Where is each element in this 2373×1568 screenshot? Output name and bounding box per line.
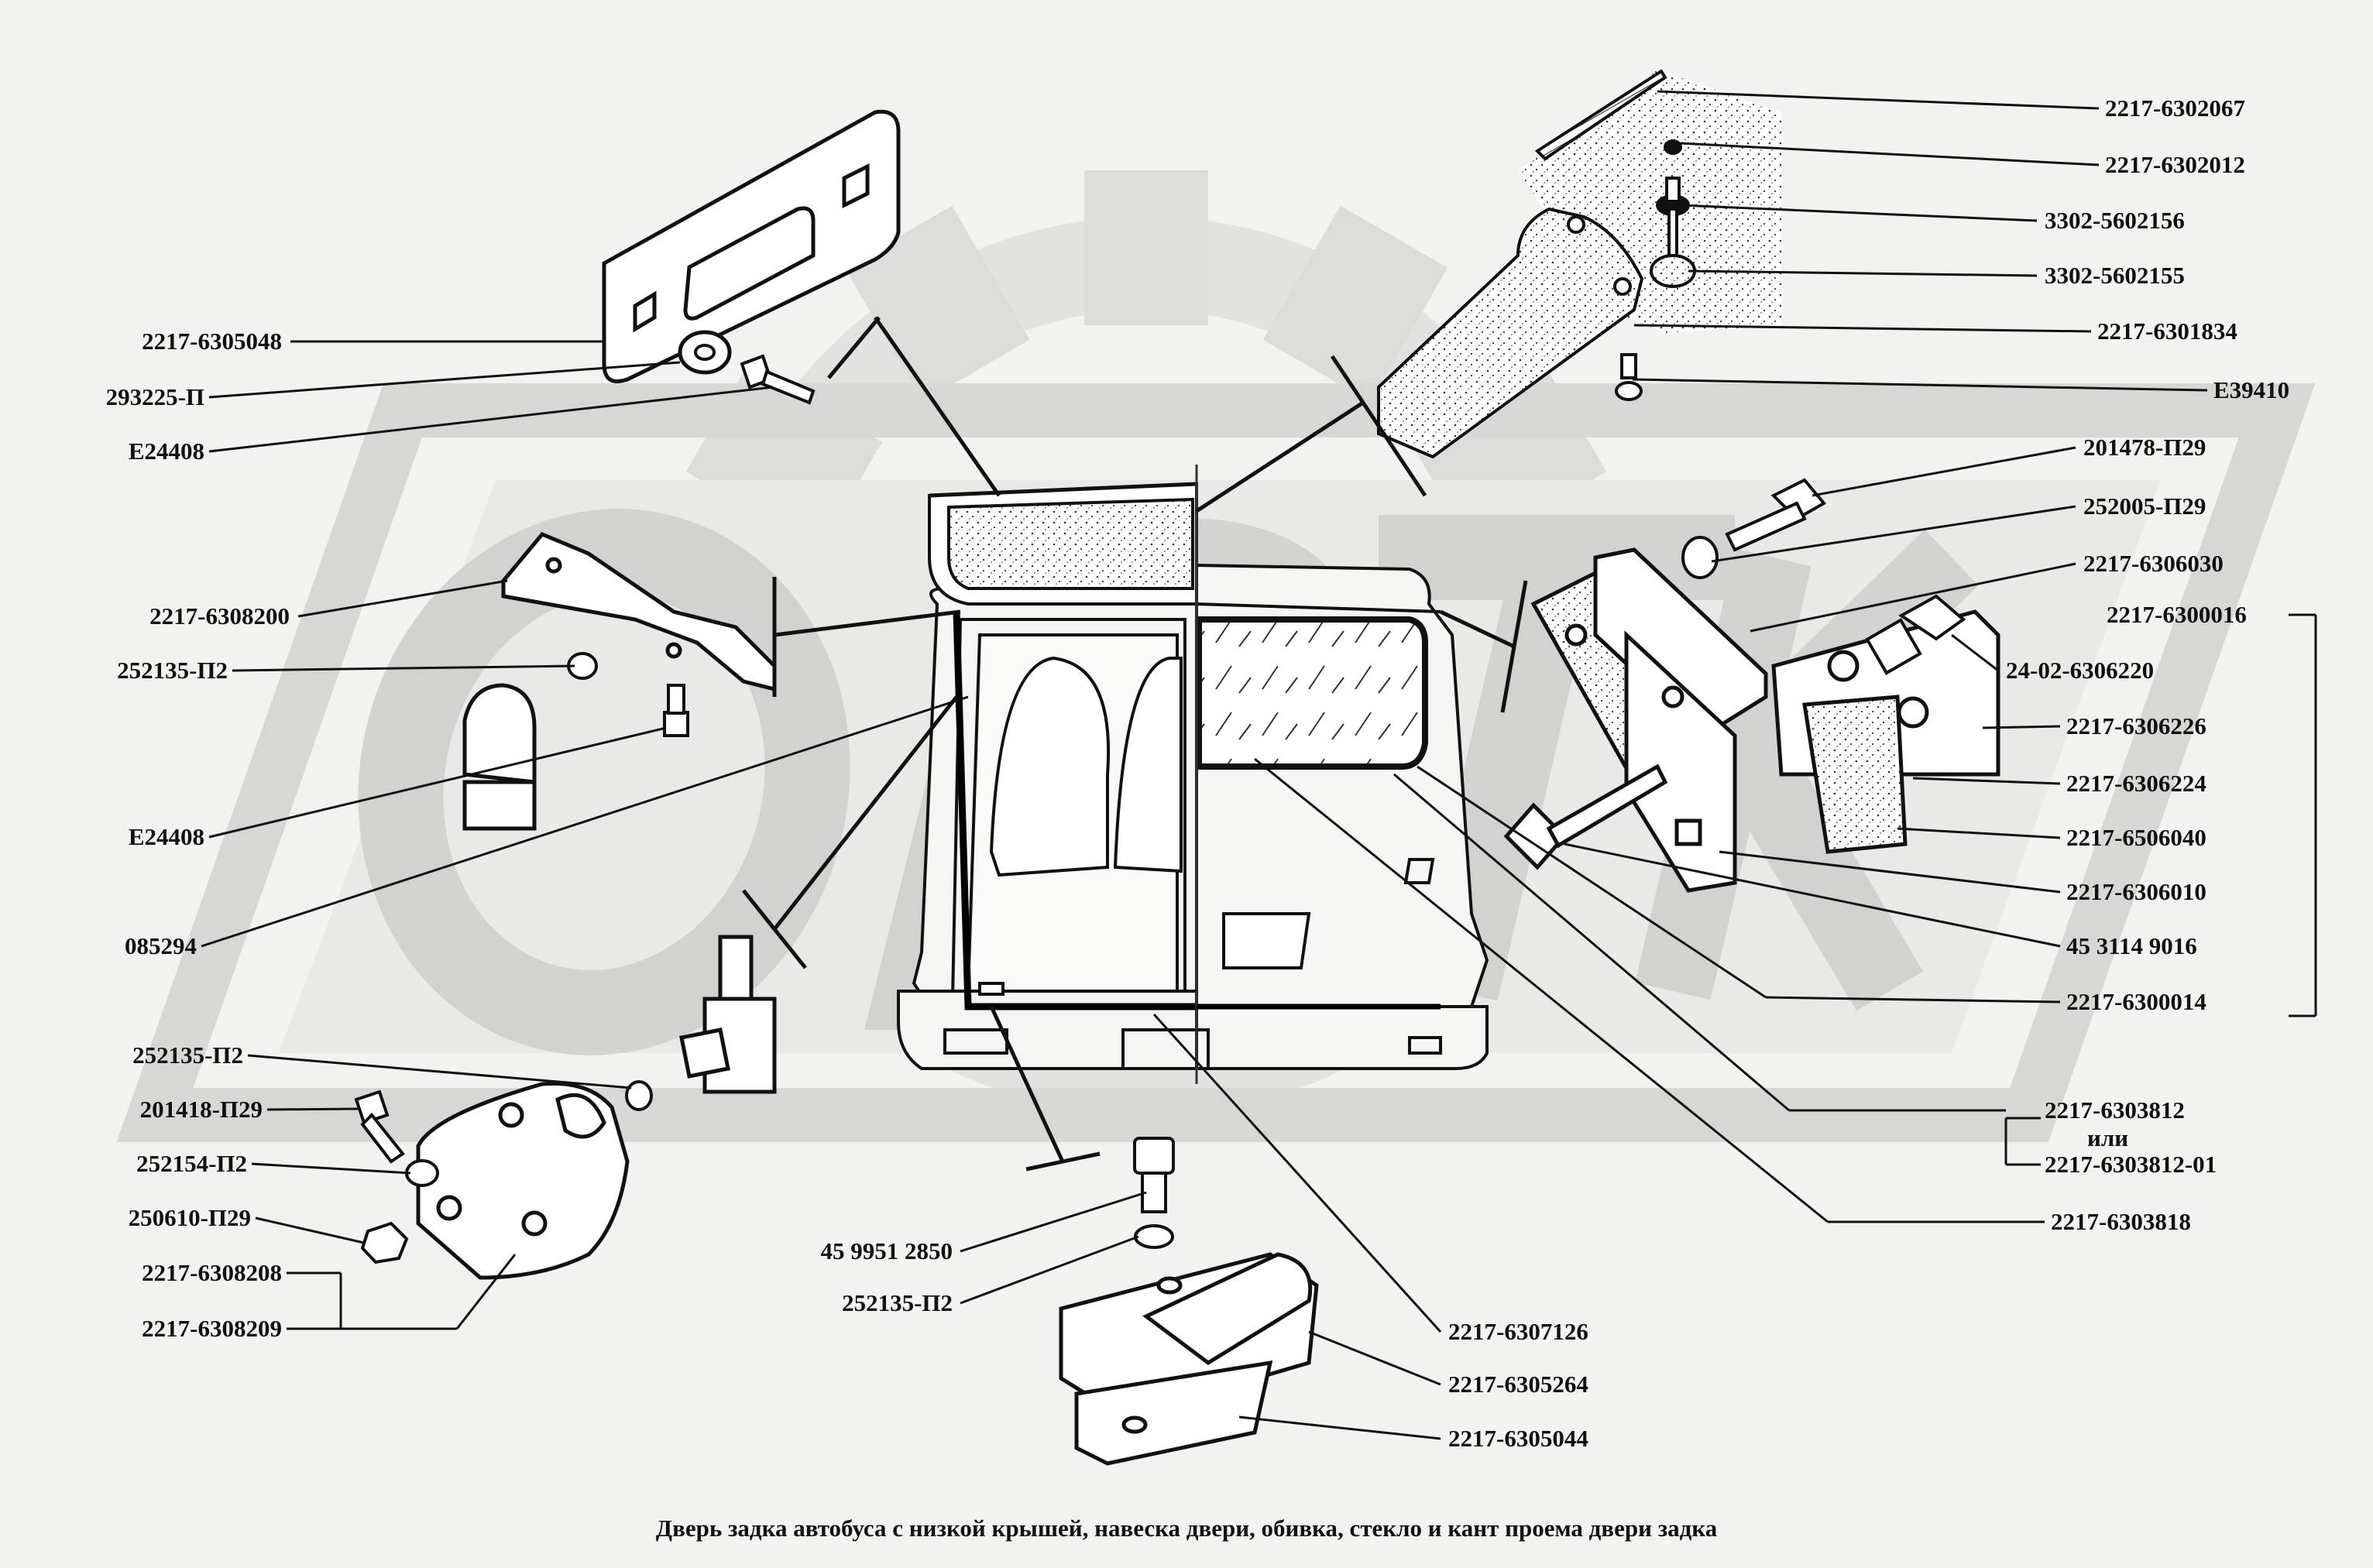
part-label: 2217-6300014 [2066, 988, 2206, 1015]
part-label: 293225-П [105, 383, 204, 410]
part-label: 24-02-6306220 [2006, 657, 2155, 684]
part-label: 2217-6300016 [2107, 601, 2247, 628]
part-label: 3302-5602156 [2045, 207, 2185, 234]
rear-window [1196, 616, 1428, 770]
part-label: 201478-П29 [2083, 434, 2206, 461]
washer-252154 [405, 1159, 439, 1187]
part-label: Е24408 [128, 437, 204, 465]
part-label: 2217-6308200 [149, 602, 290, 630]
washer-252005 [1681, 536, 1719, 579]
latch-plate [602, 109, 901, 383]
part-label: 2217-6302067 [2105, 94, 2245, 122]
hinge-pin-220 [1865, 594, 1966, 675]
gas-strut-lower [679, 935, 777, 1094]
van-rear-body [897, 465, 1489, 1084]
part-label: 085294 [125, 932, 197, 959]
bracket-foot [416, 1081, 630, 1280]
part-label: 2217-6308208 [142, 1259, 282, 1286]
bolt-e24408-left [663, 684, 689, 737]
bolt-45-3114-9016 [1503, 763, 1668, 870]
part-label: 252135-П2 [132, 1041, 243, 1069]
part-label: 45 9951 2850 [820, 1237, 953, 1264]
part-label: 3302-5602155 [2045, 262, 2185, 289]
washer-252135-bottom [1134, 1224, 1174, 1249]
part-label: Е24408 [128, 823, 204, 850]
part-label: 2217-6302012 [2105, 151, 2245, 178]
part-label: 2217-6303818 [2051, 1208, 2191, 1235]
screw-e39410 [1615, 353, 1643, 401]
part-label: 2217-6308209 [142, 1315, 282, 1342]
part-label: 201418-П29 [139, 1096, 263, 1123]
part-label: 2217-6305264 [1448, 1371, 1588, 1398]
door-seal-left [953, 611, 1197, 1010]
part-label: 2217-6303812-01 [2045, 1151, 2217, 1178]
part-label: 45 3114 9016 [2066, 932, 2197, 959]
diagram-caption: Дверь задка автобуса с низкой крышей, на… [655, 1515, 1718, 1542]
nut-250610 [360, 1221, 409, 1264]
watermark-banner [116, 383, 2316, 1142]
section-callouts [742, 316, 1528, 1172]
part-label: 2217-6305044 [1448, 1425, 1588, 1452]
part-label-or: или [2087, 1124, 2129, 1151]
hinge-assembly [1530, 547, 2000, 893]
gas-strut-upper [462, 683, 537, 831]
leader-lines [201, 90, 2317, 1440]
bolt-201418 [354, 1089, 405, 1164]
part-label: 2217-6306224 [2066, 770, 2206, 797]
watermark-letter-o [358, 509, 850, 1055]
bolt-e24408-top [740, 354, 816, 405]
lock-striker [1059, 1252, 1319, 1466]
part-label: 252135-П2 [117, 657, 228, 684]
bumper-stop [1650, 139, 1696, 288]
part-label: 2217-6306010 [2066, 878, 2206, 905]
door-trim-panel [1377, 69, 1781, 459]
part-label: 2217-6306226 [2066, 712, 2206, 739]
part-label: 2217-6301834 [2097, 317, 2237, 345]
part-label: 252154-П2 [136, 1150, 247, 1177]
part-label: 2217-6307126 [1448, 1318, 1588, 1345]
part-label: 252005-П29 [2083, 492, 2206, 520]
part-label: Е39410 [2213, 376, 2290, 403]
part-label: 2217-6506040 [2066, 824, 2206, 851]
part-label: 252135-П2 [842, 1289, 953, 1316]
part-label: 2217-6306030 [2083, 550, 2224, 577]
part-label: 2217-6305048 [142, 328, 282, 355]
striker-bolt [1133, 1137, 1175, 1213]
part-label: 250610-П29 [128, 1204, 251, 1231]
part-label: 2217-6303812 [2045, 1096, 2185, 1124]
bolt-201478 [1725, 478, 1827, 552]
washer-252135-lower [625, 1080, 653, 1111]
